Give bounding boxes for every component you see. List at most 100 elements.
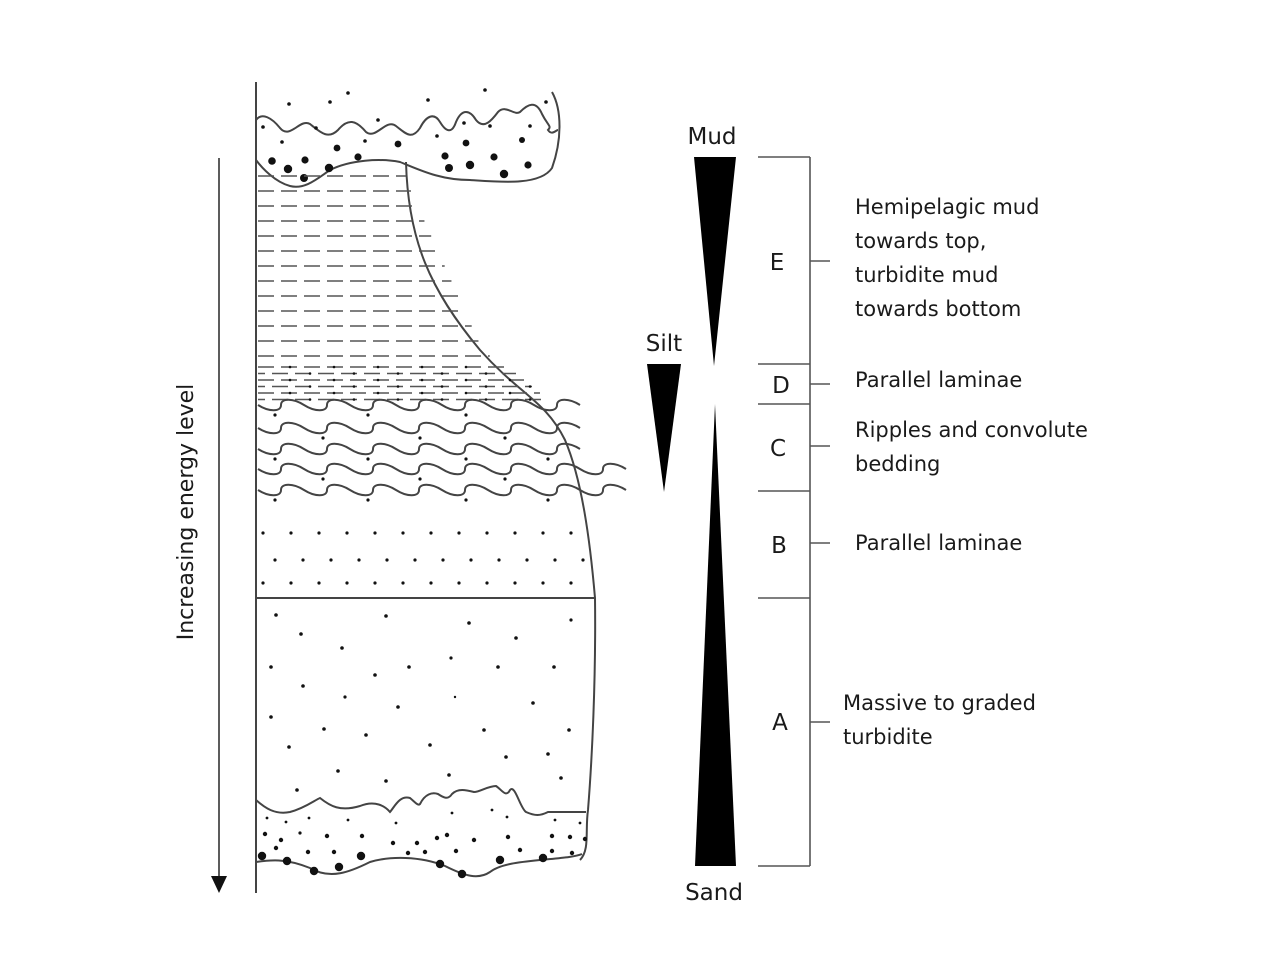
basal-scour-bed [255, 784, 586, 878]
division-d-code: D [772, 373, 790, 399]
silt-grain [464, 391, 468, 395]
ripple-grain [464, 498, 468, 502]
parallel-grain [317, 531, 321, 535]
basal-grain [538, 853, 548, 863]
division-a-description-line: turbidite [843, 725, 933, 749]
silt-grain [464, 378, 468, 382]
division-e-laminae [258, 175, 490, 357]
basal-grain [457, 869, 467, 879]
ripple-grain [464, 413, 468, 417]
basal-grain [334, 862, 344, 872]
basal-grain [549, 833, 555, 839]
column-right-edge [405, 161, 597, 861]
silt-grain [528, 398, 532, 401]
parallel-grain [345, 531, 349, 535]
basal-grain [453, 848, 459, 854]
parallel-grain [429, 581, 433, 585]
silt-grain [288, 365, 292, 369]
ripple-lamina [257, 462, 627, 476]
grain-size-scale: Mud Silt Sand [646, 124, 743, 906]
basal-grain [505, 834, 511, 840]
silt-grain [420, 391, 424, 395]
parallel-grain [357, 558, 361, 562]
ripple-grain [366, 498, 370, 502]
basal-grain [450, 811, 454, 815]
silt-grain [288, 391, 292, 395]
basal-grain [305, 849, 311, 855]
basal-grain [257, 851, 267, 861]
ripple-grain [546, 498, 550, 502]
basal-grain [578, 821, 582, 825]
silt-grain [464, 365, 468, 369]
parallel-grain [373, 581, 377, 585]
basal-grain [435, 859, 445, 869]
basal-grain [549, 848, 555, 854]
parallel-grain [301, 558, 305, 562]
silt-grain [308, 398, 312, 401]
ripple-grain [418, 436, 422, 440]
basal-grain [262, 831, 268, 837]
division-e-description-line: towards top, [855, 229, 986, 253]
silt-grain [332, 365, 336, 369]
parallel-grain [513, 531, 517, 535]
division-b-description: Parallel laminae [855, 531, 1022, 555]
basal-grain [307, 816, 311, 820]
ripple-grain [503, 436, 507, 440]
ripple-grain [418, 477, 422, 481]
mud-label: Mud [687, 124, 736, 150]
ripple-lamina [257, 398, 581, 412]
silt-grain [420, 365, 424, 369]
parallel-grain [485, 581, 489, 585]
parallel-grain [261, 531, 265, 535]
silt-grain [352, 398, 356, 401]
parallel-grain [553, 558, 557, 562]
division-b-grains [261, 531, 585, 585]
division-c-description-line: Ripples and convolute [855, 418, 1088, 442]
parallel-grain [457, 581, 461, 585]
basal-grain [569, 850, 575, 856]
basal-grains [257, 808, 588, 879]
parallel-grain [497, 558, 501, 562]
ripple-grain [546, 457, 550, 461]
parallel-grain [525, 558, 529, 562]
division-e-code: E [770, 250, 785, 276]
ripple-lamina [257, 421, 581, 435]
division-c-description-line: bedding [855, 452, 940, 476]
basal-grain [273, 845, 279, 851]
parallel-grain [581, 558, 585, 562]
parallel-grain [469, 558, 473, 562]
overlying-bed [255, 88, 561, 188]
energy-arrow-head-icon [211, 876, 227, 893]
basal-grain [284, 820, 288, 824]
silt-grain [508, 391, 512, 395]
division-c-code: C [770, 436, 786, 462]
ripple-grain [366, 413, 370, 417]
mud-wedge [694, 157, 736, 366]
basal-grain [282, 856, 292, 866]
silt-grain [308, 385, 312, 388]
silt-grain [440, 385, 444, 388]
parallel-grain [317, 581, 321, 585]
division-d-laminae [258, 365, 548, 401]
division-a-code: A [772, 710, 788, 736]
ripple-grain [366, 457, 370, 461]
silt-label: Silt [646, 331, 682, 357]
basal-grain [490, 808, 494, 812]
parallel-grain [401, 581, 405, 585]
ripple-grain [321, 477, 325, 481]
division-a-grains [269, 613, 573, 792]
parallel-grain [289, 581, 293, 585]
basal-grain [422, 849, 428, 855]
basal-grain [517, 847, 523, 853]
division-a-description-line: Massive to graded [843, 691, 1036, 715]
silt-grain [420, 378, 424, 382]
parallel-grain [413, 558, 417, 562]
silt-grain [308, 372, 312, 375]
silt-grain [396, 398, 400, 401]
parallel-grain [441, 558, 445, 562]
silt-grain [352, 372, 356, 375]
silt-grain [396, 372, 400, 375]
basal-grain [324, 833, 330, 839]
ripple-grain [464, 457, 468, 461]
